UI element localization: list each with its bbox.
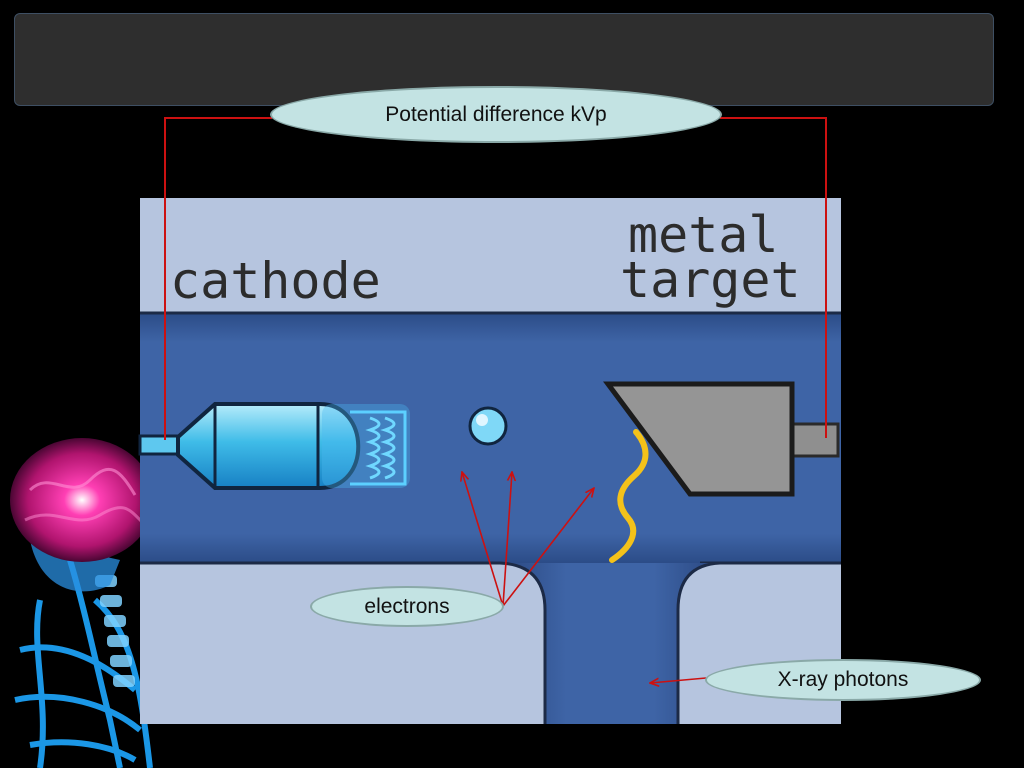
electrons-arrow-2 <box>502 472 512 607</box>
electron-particle <box>468 406 508 446</box>
electrons-label: electrons <box>310 586 504 627</box>
xray-photons-arrow <box>650 677 707 683</box>
xray-photons-label: X-ray photons <box>705 659 981 701</box>
circuit-wire-left <box>164 117 272 440</box>
skeleton-brain-illustration <box>10 438 154 768</box>
metal-text: metal <box>628 206 779 264</box>
filament-glow <box>322 404 410 488</box>
circuit-wire-right <box>720 117 827 438</box>
potential-difference-label: Potential difference kVp <box>270 86 722 143</box>
metal-target <box>603 381 840 497</box>
cathode-text: cathode <box>170 252 381 310</box>
target-text: target <box>620 251 801 309</box>
cathode-assembly <box>138 402 410 490</box>
electrons-arrow-3 <box>502 488 594 607</box>
electron-highlight <box>476 414 488 426</box>
xray-wave <box>609 429 649 563</box>
electrons-arrow-1 <box>462 472 504 607</box>
